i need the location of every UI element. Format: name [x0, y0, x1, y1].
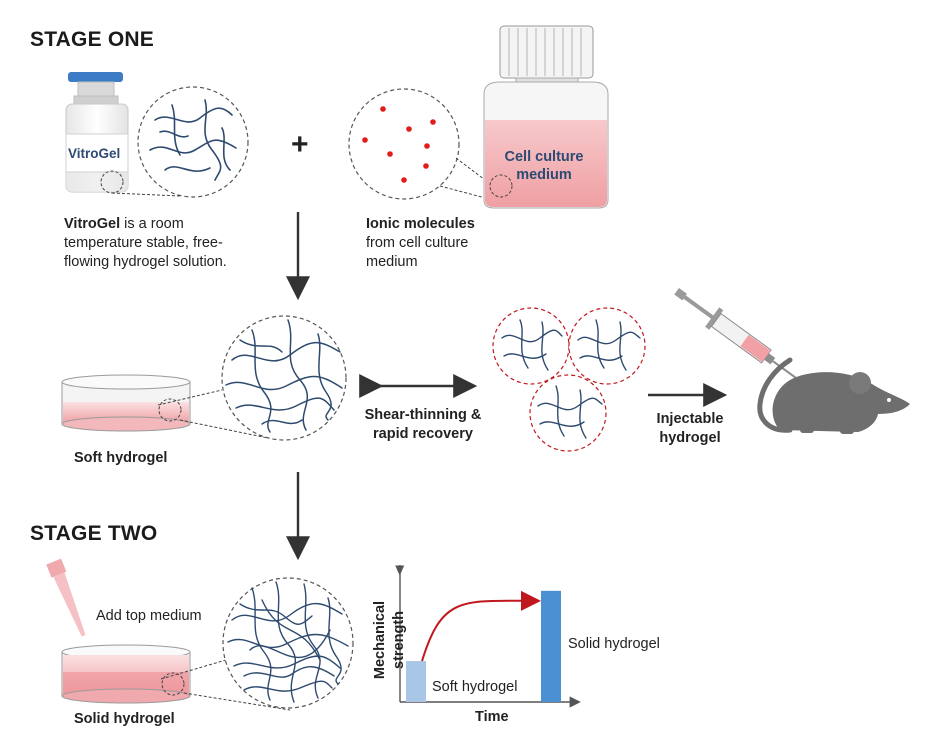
cell-culture-bottle [483, 25, 609, 209]
vitrogel-fiber-circle [137, 86, 249, 198]
mouse-icon [757, 357, 910, 434]
injectable-label: Injectable hydrogel [656, 411, 724, 446]
vitrogel-vial [65, 72, 181, 197]
ionic-caption: Ionic molecules from cell culture medium [366, 215, 506, 272]
ionic-caption-bold: Ionic molecules [366, 216, 475, 232]
pipette-tip [46, 558, 92, 658]
vial-label: VitroGel [68, 146, 121, 161]
ionic-molecules-circle [348, 88, 494, 201]
strength-time-chart [395, 565, 581, 708]
stage-two-title: STAGE TWO [30, 522, 158, 545]
vitrogel-caption-rest: is a room temperature stable, free-flowi… [64, 216, 227, 270]
soft-hydrogel-dish [61, 374, 269, 439]
syringe [674, 287, 802, 383]
add-medium-label: Add top medium [96, 608, 202, 624]
soft-hydrogel-fiber-circle [221, 315, 347, 441]
shear-thinning-label: Shear-thinning & rapid recovery [364, 407, 482, 442]
y-axis-arrowhead [395, 565, 404, 576]
vitrogel-caption-bold: VitroGel [64, 216, 121, 232]
vitrogel-caption: VitroGel is a room temperature stable, f… [64, 215, 264, 272]
solid-hydrogel-fiber-circle [222, 577, 354, 709]
chart-growth-curve [421, 590, 541, 662]
chart-xlabel: Time [475, 709, 509, 725]
bottle-label: Cell culture medium [504, 149, 584, 183]
chart-bar-solid [541, 590, 561, 702]
soft-hydrogel-label: Soft hydrogel [74, 450, 168, 466]
plus-sign: + [291, 128, 309, 161]
chart-category-soft: Soft hydrogel [432, 679, 518, 695]
solid-hydrogel-label: Solid hydrogel [74, 711, 175, 727]
chart-ylabel: Mechanical strength [372, 600, 407, 680]
injectable-fragments [492, 307, 646, 452]
chart-category-solid: Solid hydrogel [568, 636, 660, 652]
ionic-caption-rest: from cell culture medium [366, 235, 469, 270]
ion-dots [362, 106, 436, 183]
chart-bar-soft [406, 661, 426, 702]
stage-one-title: STAGE ONE [30, 28, 154, 51]
solid-hydrogel-dish [61, 644, 291, 711]
